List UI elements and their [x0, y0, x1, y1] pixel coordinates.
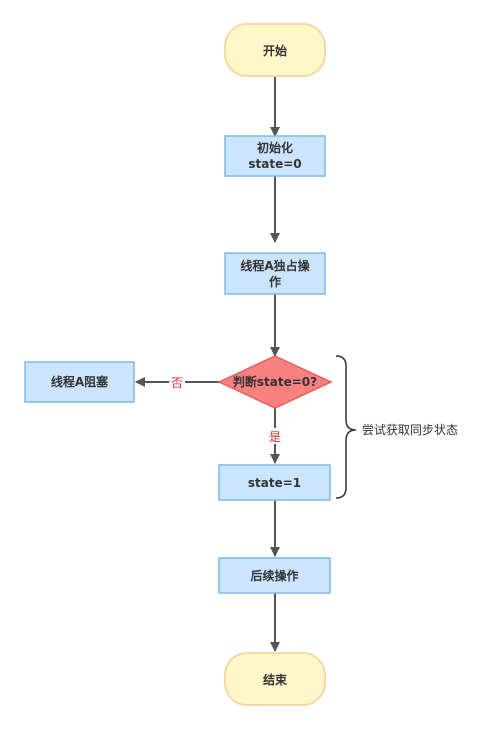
brace-annotation	[335, 355, 357, 499]
edge-label-yes: 是	[269, 430, 281, 444]
node-exclusive: 线程A独占操 作	[224, 252, 326, 295]
node-follow-up: 后续操作	[218, 557, 331, 594]
node-init: 初始化 state=0	[224, 135, 326, 177]
node-decision-label: 判断state=0?	[233, 374, 317, 389]
node-blocked-label: 线程A阻塞	[51, 374, 109, 389]
node-init-line2: state=0	[248, 157, 301, 171]
node-init-line1: 初始化	[257, 140, 293, 155]
node-start: 开始	[224, 23, 326, 77]
edge-label-no: 否	[171, 376, 183, 390]
annotation-label: 尝试获取同步状态	[362, 422, 458, 437]
node-set-state-label: state=1	[248, 476, 301, 490]
no-label-bg	[169, 374, 185, 390]
node-start-label: 开始	[263, 43, 287, 58]
node-end-label: 结束	[263, 672, 288, 687]
node-end: 结束	[224, 652, 326, 706]
node-exclusive-line1: 线程A独占操	[240, 258, 310, 273]
node-set-state: state=1	[218, 464, 331, 501]
node-decision: 判断state=0?	[217, 355, 333, 409]
node-follow-up-label: 后续操作	[250, 568, 298, 583]
node-blocked: 线程A阻塞	[24, 361, 135, 403]
yes-label-bg	[267, 428, 283, 444]
node-exclusive-line2: 作	[269, 274, 281, 289]
